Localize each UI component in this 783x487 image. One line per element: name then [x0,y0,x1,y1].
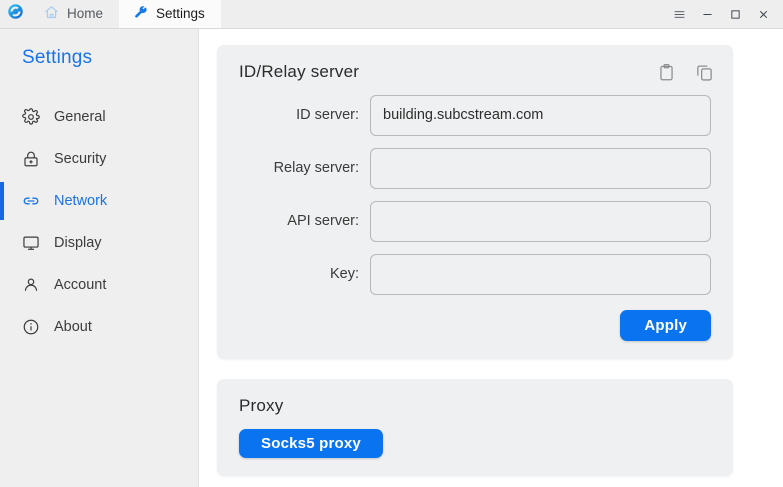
hamburger-menu-icon[interactable] [665,0,693,28]
tab-settings-label: Settings [156,6,205,22]
id-relay-server-card: ID/Relay server [217,45,733,359]
card-title-id-relay: ID/Relay server [239,62,360,81]
gear-icon [21,107,41,127]
person-icon [21,275,41,295]
minimize-icon[interactable] [693,0,721,28]
clipboard-paste-icon[interactable] [655,61,677,83]
tab-settings[interactable]: Settings [119,0,221,28]
app-logo [0,0,30,28]
sidebar-item-about-label: About [54,318,92,335]
id-server-input[interactable] [370,94,711,136]
sidebar-item-network[interactable]: Network [0,180,198,222]
info-circle-icon [21,317,41,337]
sidebar-item-security[interactable]: Security [0,138,198,180]
form-row-relay-server: Relay server: [239,146,711,190]
sidebar-nav: General Security [0,96,198,348]
proxy-actions: Socks5 proxy [239,429,711,458]
apply-button[interactable]: Apply [620,310,711,341]
proxy-card: Proxy Socks5 proxy [217,379,733,476]
maximize-icon[interactable] [721,0,749,28]
socks5-proxy-button[interactable]: Socks5 proxy [239,429,383,458]
sidebar-item-security-label: Security [54,150,107,167]
sidebar-item-network-label: Network [54,192,108,209]
link-icon [21,191,41,211]
sidebar-item-account[interactable]: Account [0,264,198,306]
label-id-server: ID server: [296,107,359,123]
key-input[interactable] [370,253,711,295]
label-api-server: API server: [287,213,359,229]
sidebar-item-general[interactable]: General [0,96,198,138]
id-relay-card-footer: Apply [239,310,711,341]
api-server-input[interactable] [370,200,711,242]
lock-icon [21,149,41,169]
form-row-key: Key: [239,252,711,296]
sidebar-item-general-label: General [54,108,106,125]
copy-icon[interactable] [693,61,715,83]
sidebar: Settings General [0,29,199,487]
label-key: Key: [329,266,359,282]
sidebar-title: Settings [22,47,93,68]
rustdesk-logo-icon [7,3,24,25]
id-relay-form: ID server: Relay server: API server: Key… [239,93,711,296]
sidebar-item-about[interactable]: About [0,306,198,348]
tab-home-label: Home [67,6,104,22]
sidebar-item-display-label: Display [54,234,102,251]
sidebar-item-display[interactable]: Display [0,222,198,264]
relay-server-input[interactable] [370,147,711,189]
title-bar: Home Settings [0,0,783,29]
card-title-proxy: Proxy [239,396,284,415]
form-row-api-server: API server: [239,199,711,243]
sidebar-item-account-label: Account [54,276,107,293]
form-row-id-server: ID server: [239,93,711,137]
window-body: Settings General [0,29,783,487]
wrench-icon [133,5,148,23]
close-icon[interactable] [749,0,777,28]
monitor-icon [21,233,41,253]
id-relay-card-actions [655,61,715,83]
settings-content: ID/Relay server [199,29,783,487]
label-relay-server: Relay server: [273,160,359,176]
tab-home[interactable]: Home [30,0,119,28]
home-icon [44,5,59,23]
window-controls [665,0,783,28]
